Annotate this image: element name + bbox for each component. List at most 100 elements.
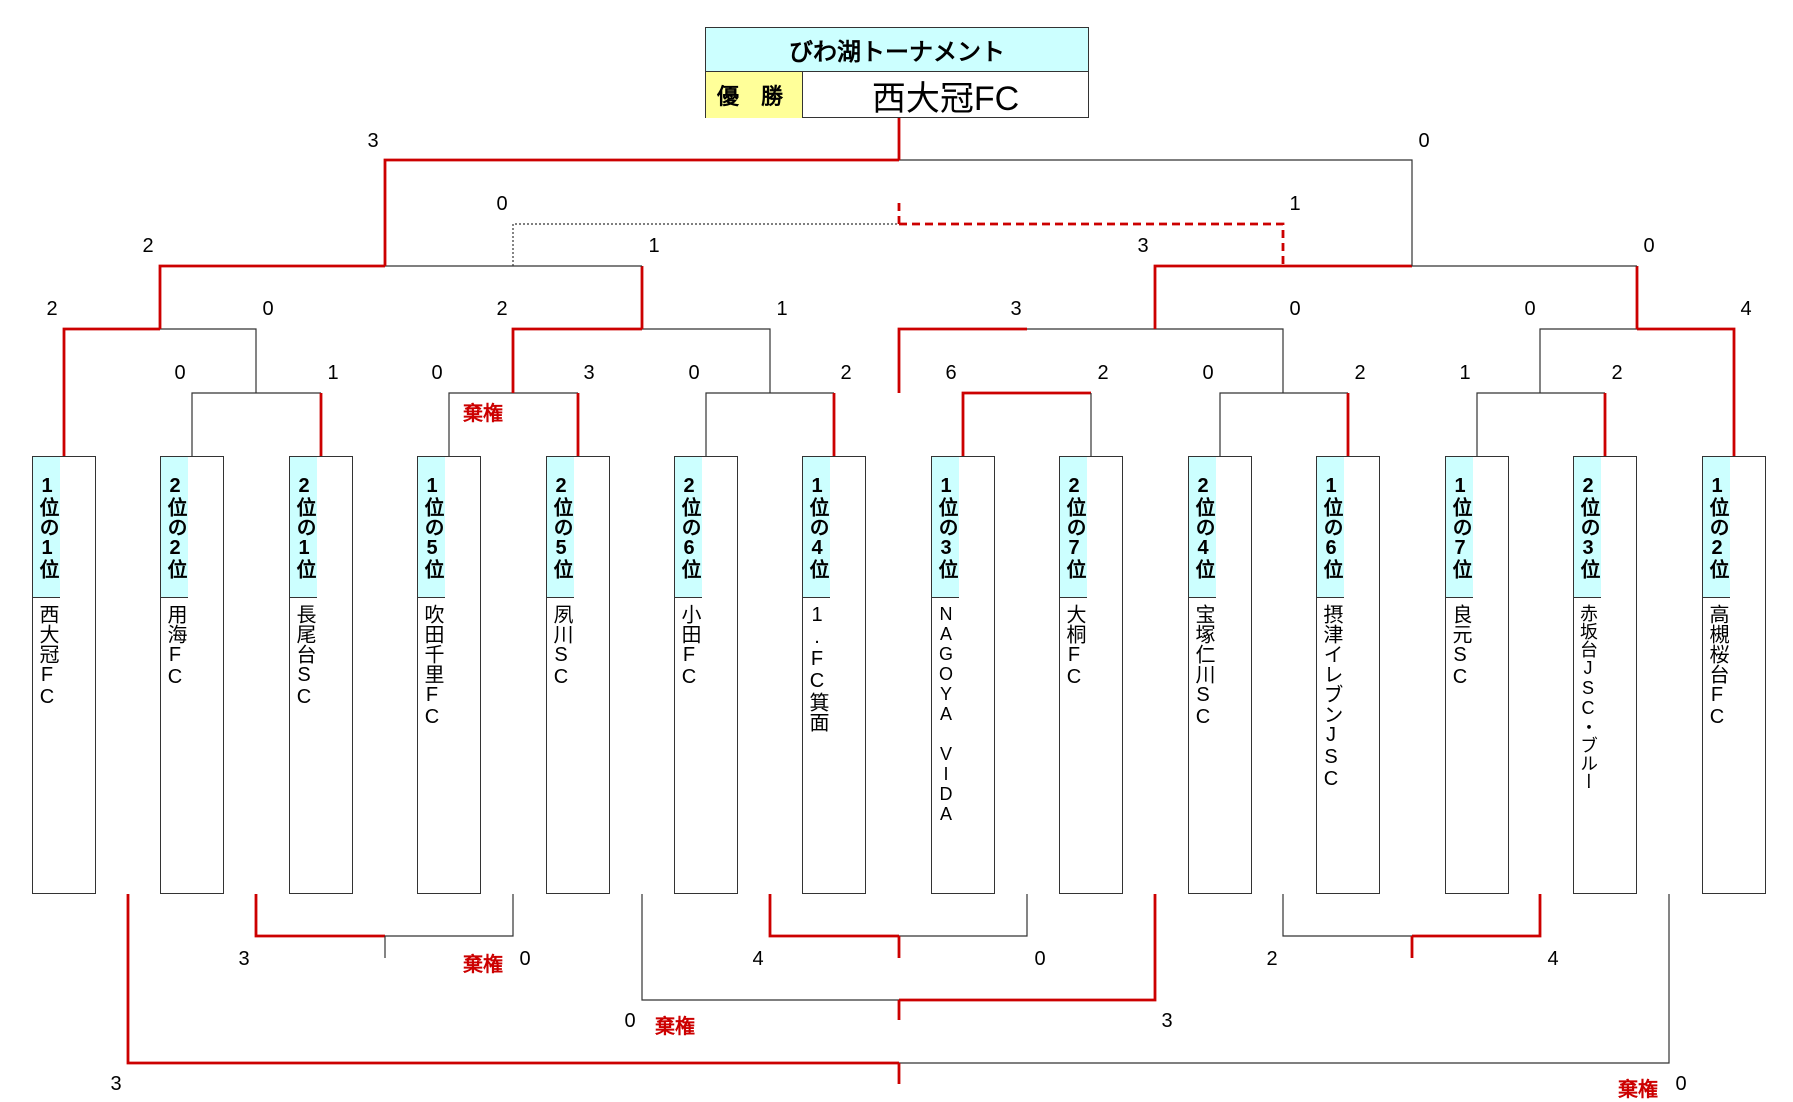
- score-qf4-left: 0: [1524, 298, 1536, 320]
- team-rank: 2位の3位: [1574, 457, 1601, 598]
- forfeit-label: 棄権: [655, 1016, 695, 1038]
- team-rank: 1位の5位: [418, 457, 445, 598]
- score-qf3-left: 3: [1010, 298, 1022, 320]
- team-box: 1位の1位西大冠FC: [32, 456, 96, 894]
- match-qf1-line: [62, 327, 160, 456]
- team-box: 2位の6位小田FC: [674, 456, 738, 894]
- team-name: 大桐FC: [1063, 604, 1085, 688]
- match-qf4-line: [1637, 327, 1736, 456]
- team-name: 夙川SC: [550, 604, 572, 688]
- team-rank: 1位の1位: [33, 457, 60, 598]
- match-b4-line: [899, 894, 1157, 1002]
- match-b3-line: [1282, 894, 1412, 937]
- match-b1-line: [254, 894, 385, 938]
- match-r1-4-line: [961, 391, 1091, 456]
- score-sf2-left: 3: [1137, 235, 1149, 257]
- score-final-left: 3: [367, 130, 379, 152]
- score-qf4-right: 4: [1740, 298, 1752, 320]
- team-name: 1.FC箕面: [806, 604, 828, 732]
- match-b2-line: [768, 894, 899, 938]
- score-final-right: 0: [1418, 130, 1430, 152]
- score-b3-left: 2: [1266, 948, 1278, 970]
- match-r1-1-line: [191, 392, 321, 456]
- score-r1-3-right: 2: [840, 362, 852, 384]
- score-b2-left: 4: [752, 948, 764, 970]
- score-b3-right: 4: [1547, 948, 1559, 970]
- team-box: 1位の5位吹田千里FC: [417, 456, 481, 894]
- score-sf2-right: 0: [1643, 235, 1655, 257]
- team-rank: 1位の4位: [803, 457, 830, 598]
- team-name: 長尾台SC: [293, 604, 315, 708]
- match-third-line: [899, 222, 1285, 266]
- team-rank: 1位の7位: [1446, 457, 1473, 598]
- score-b2-right: 0: [1034, 948, 1046, 970]
- match-r1-2-line: [448, 392, 578, 456]
- winner-name: 西大冠FC: [871, 79, 1020, 118]
- match-b3-line: [1412, 894, 1542, 938]
- team-rank: 2位の1位: [290, 457, 317, 598]
- winner-label: 優 勝: [706, 72, 803, 118]
- score-qf2-right: 1: [776, 298, 788, 320]
- match-qf1-line: [160, 328, 257, 393]
- score-b5-right: 0: [1675, 1073, 1687, 1095]
- team-box: 1位の3位 NAGOYA VIDA: [931, 456, 995, 894]
- match-qf2-line: [642, 328, 771, 393]
- score-qf3-right: 0: [1289, 298, 1301, 320]
- match-qf3-line: [1027, 328, 1284, 393]
- score-b4-right: 3: [1161, 1010, 1173, 1032]
- team-name: 赤坂台JSC・ブルー: [1578, 604, 1598, 790]
- score-b1-right: 0: [519, 948, 531, 970]
- tournament-title: びわ湖トーナメント: [706, 28, 1088, 72]
- score-r1-4-left: 6: [945, 362, 957, 384]
- match-qf3-line: [897, 327, 1027, 393]
- team-name: 用海FC: [164, 604, 186, 688]
- team-name: 小田FC: [678, 604, 700, 688]
- team-rank: 1位の3位: [932, 457, 959, 598]
- team-name: 摂津イレブンJSC: [1320, 604, 1342, 790]
- match-sf1-line: [158, 264, 385, 329]
- team-rank: 2位の6位: [675, 457, 702, 598]
- team-rank: 2位の7位: [1060, 457, 1087, 598]
- match-b5-line: [899, 894, 1670, 1064]
- team-rank: 1位の2位: [1703, 457, 1730, 598]
- forfeit-label: 棄権: [463, 954, 503, 976]
- team-box: 1位の4位 1.FC箕面: [802, 456, 866, 894]
- match-b5-line: [126, 894, 899, 1065]
- score-r1-1-left: 0: [174, 362, 186, 384]
- team-name: NAGOYA VIDA: [936, 604, 956, 824]
- team-rank: 2位の4位: [1189, 457, 1216, 598]
- winner-row: 優 勝 西大冠FC: [706, 72, 1088, 118]
- score-sf1-left: 2: [142, 235, 154, 257]
- team-box: 1位の6位摂津イレブンJSC: [1316, 456, 1380, 894]
- score-r1-1-right: 1: [327, 362, 339, 384]
- score-r1-2-right: 3: [583, 362, 595, 384]
- forfeit-label: 棄権: [1618, 1079, 1658, 1101]
- score-b5-left: 3: [110, 1073, 122, 1095]
- team-box: 2位の1位長尾台SC: [289, 456, 353, 894]
- team-box: 1位の7位良元SC: [1445, 456, 1509, 894]
- team-box: 2位の5位夙川SC: [546, 456, 610, 894]
- team-box: 2位の3位赤坂台JSC・ブルー: [1573, 456, 1637, 894]
- score-b4-left: 0: [624, 1010, 636, 1032]
- team-name: 西大冠FC: [36, 604, 58, 708]
- score-r1-5-left: 0: [1202, 362, 1214, 384]
- score-sf1-right: 1: [648, 235, 660, 257]
- score-third-right: 1: [1289, 193, 1301, 215]
- match-sf2-line: [1153, 264, 1412, 329]
- score-r1-3-left: 0: [688, 362, 700, 384]
- match-b4-line: [641, 894, 899, 1001]
- match-final-line: [899, 159, 1413, 266]
- score-qf1-left: 2: [46, 298, 58, 320]
- forfeit-label: 棄権: [463, 403, 503, 425]
- team-box: 2位の4位宝塚仁川SC: [1188, 456, 1252, 894]
- tournament-header: びわ湖トーナメント 優 勝 西大冠FC: [705, 27, 1089, 118]
- score-third-left: 0: [496, 193, 508, 215]
- match-qf4-line: [1539, 328, 1637, 393]
- match-third-line: [512, 223, 899, 266]
- match-b2-line: [899, 894, 1028, 937]
- team-box: 1位の2位高槻桜台FC: [1702, 456, 1766, 894]
- score-r1-6-right: 2: [1611, 362, 1623, 384]
- match-r1-6-line: [1476, 392, 1605, 456]
- team-name: 良元SC: [1449, 604, 1471, 688]
- match-final-line: [383, 158, 899, 266]
